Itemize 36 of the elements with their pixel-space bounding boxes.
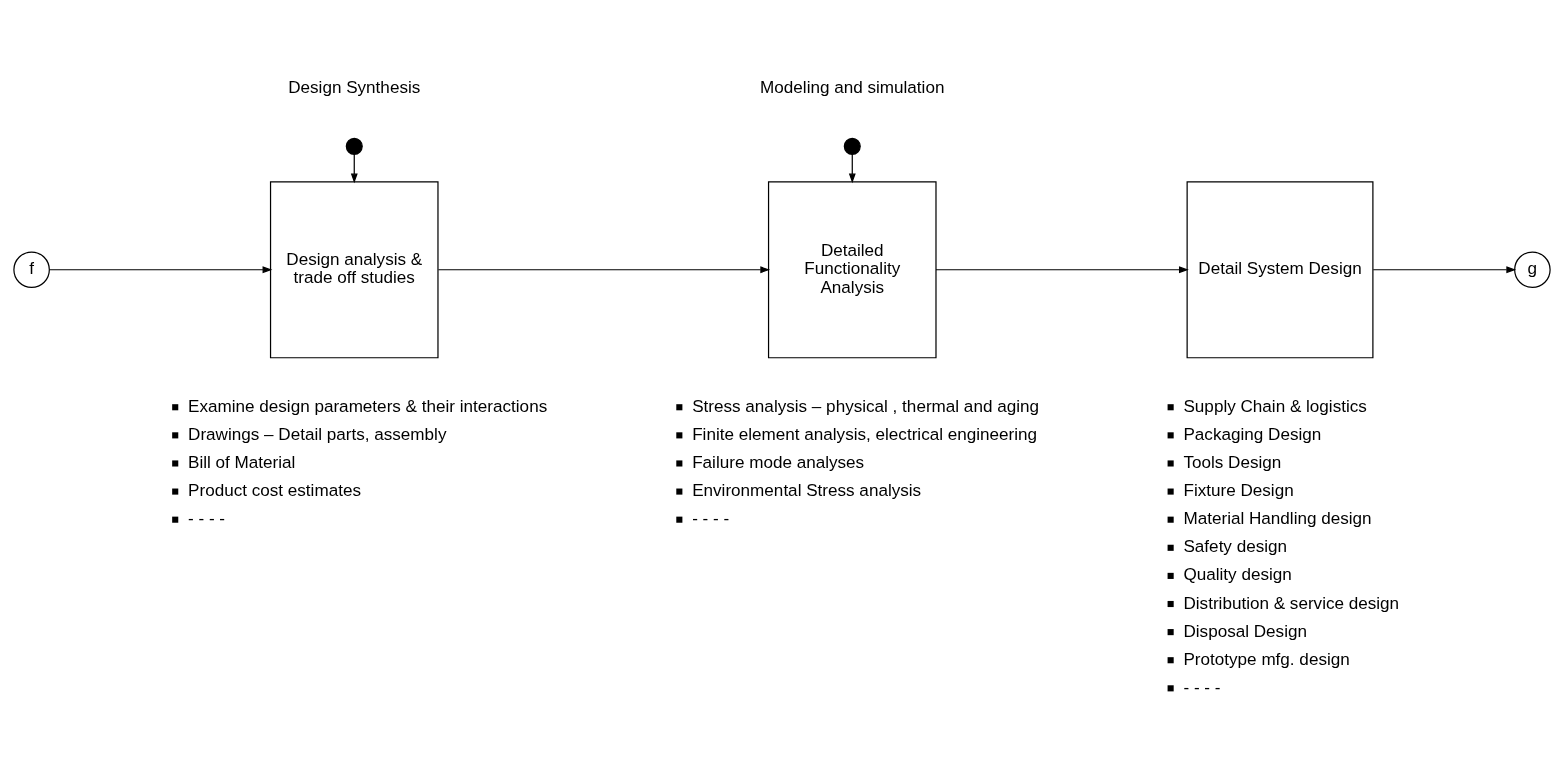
node-label: Fixture Design [1183,480,1294,500]
node-label: Tools Design [1183,452,1282,472]
node-label: Environmental Stress analysis [692,480,922,500]
node-label: Prototype mfg. design [1183,649,1350,669]
node-circle: f [13,250,50,288]
node-box: Design analysis & trade off studies [269,180,439,358]
node-label: Examine design parameters & their interactions [188,396,548,416]
node-label: Safety design [1183,536,1288,556]
node-circle [843,137,861,155]
node-circle: g [1514,250,1551,288]
arrow [49,265,273,273]
arrow [1372,265,1517,273]
node-box: Detailed Functionality Analysis [767,180,937,358]
node-label: Product cost estimates [188,480,361,500]
node-label: Drawings – Detail parts, assembly [188,424,447,444]
node-label: Material Handling design [1183,508,1372,528]
arrow [437,265,771,273]
node-label: - - - - [692,508,730,528]
node-label: Failure mode analyses [692,452,865,472]
arrow [935,265,1189,273]
node-label: Disposal Design [1183,621,1307,641]
node-label: Distribution & service design [1183,593,1400,613]
node-label: Modeling and simulation [760,77,945,97]
node-label: Supply Chain & logistics [1183,396,1367,416]
node-box: Detail System Design [1186,180,1374,358]
node-label: - - - - [188,508,226,528]
node-label: Stress analysis – physical , thermal and aging [692,396,1039,416]
node-circle [345,137,363,155]
node-label: Finite element analysis, electrical engineering [692,424,1038,444]
node-label: Design Synthesis [288,77,421,97]
node-label: Bill of Material [188,452,296,472]
arrow [848,153,856,183]
arrow [350,153,358,183]
node-label: Quality design [1183,564,1292,584]
node-label: Packaging Design [1183,424,1322,444]
node-label: - - - - [1183,677,1221,697]
